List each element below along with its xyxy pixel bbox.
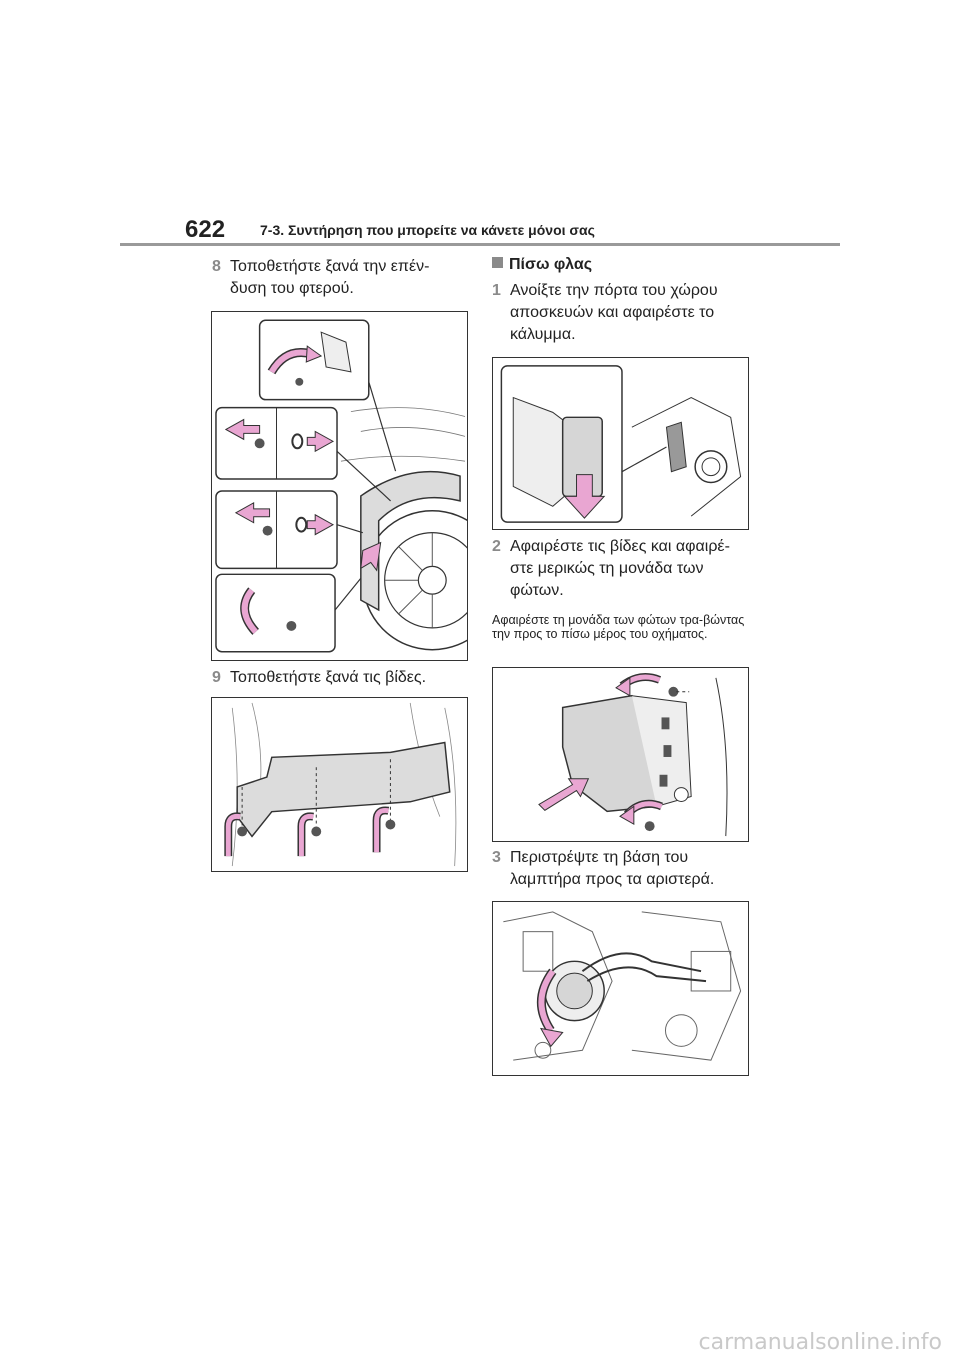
chapter-title: 7-3. Συντήρηση που μπορείτε να κάνετε μό… bbox=[260, 222, 595, 238]
lamp-unit-illustration bbox=[492, 667, 749, 842]
section-square-icon bbox=[492, 257, 503, 268]
screws-illustration bbox=[211, 697, 468, 872]
step-1: 1 Ανοίξτε την πόρτα του χώρου αποσκευών … bbox=[492, 280, 742, 346]
step-number: 2 bbox=[492, 538, 501, 555]
step-text: Τοποθετήστε ξανά τις βίδες. bbox=[230, 669, 427, 686]
step-number: 3 bbox=[492, 849, 501, 866]
section-title: Πίσω φλας bbox=[509, 256, 593, 273]
step-text: Περιστρέψτε τη βάση του λαμπτήρα προς τα… bbox=[510, 849, 715, 888]
step-text: Ανοίξτε την πόρτα του χώρου αποσκευών κα… bbox=[510, 282, 718, 343]
step-number: 9 bbox=[212, 669, 221, 686]
step-number: 1 bbox=[492, 282, 501, 299]
step-9: 9 Τοποθετήστε ξανά τις βίδες. bbox=[212, 667, 452, 689]
step-8: 8 Τοποθετήστε ξανά την επέν-δυση του φτε… bbox=[212, 256, 452, 300]
page-number: 622 bbox=[185, 216, 226, 243]
header-divider bbox=[120, 243, 840, 246]
step-2: 2 Αφαιρέστε τις βίδες και αφαιρέ-στε μερ… bbox=[492, 536, 742, 602]
cover-removal-illustration bbox=[492, 357, 749, 530]
watermark: carmanualsonline.info bbox=[698, 1330, 942, 1355]
step-text: Τοποθετήστε ξανά την επέν-δυση του φτερο… bbox=[230, 258, 430, 297]
step-text: Αφαιρέστε τις βίδες και αφαιρέ-στε μερικ… bbox=[510, 538, 730, 599]
fender-liner-illustration bbox=[211, 311, 468, 661]
lamp-removal-note: Αφαιρέστε τη μονάδα των φώτων τρα-βώντας… bbox=[492, 613, 745, 641]
step-number: 8 bbox=[212, 258, 221, 275]
step-3: 3 Περιστρέψτε τη βάση του λαμπτήρα προς … bbox=[492, 847, 742, 891]
bulb-socket-illustration bbox=[492, 901, 749, 1076]
section-heading-rear-signal: Πίσω φλας bbox=[492, 256, 592, 274]
